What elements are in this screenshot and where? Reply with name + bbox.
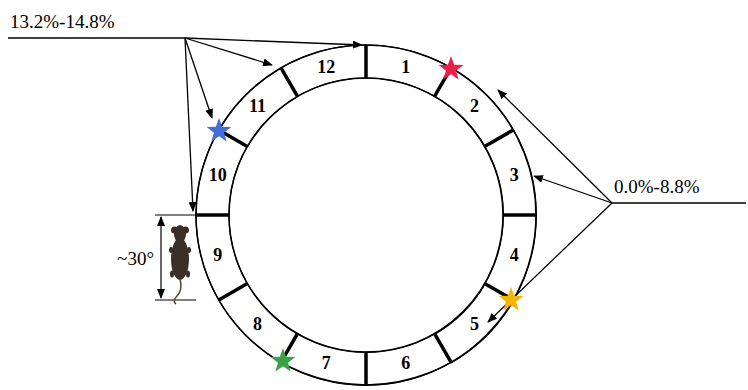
percentage-range: 13.2%-14.8% — [10, 12, 114, 31]
percentage-range: 0.0%-8.8% — [614, 177, 699, 196]
ring-segment: 2 — [435, 68, 514, 147]
ring-segment: 3 — [485, 130, 536, 215]
star-marker — [271, 348, 296, 372]
segment-shape — [219, 68, 298, 147]
inner-circle — [229, 78, 503, 352]
ring-segment: 1 — [366, 45, 451, 96]
ring-segment: 6 — [366, 334, 451, 385]
leader-lines-left — [8, 38, 362, 211]
segment-shape — [485, 130, 536, 215]
segment-number: 9 — [213, 246, 222, 264]
ring-segment: 7 — [281, 334, 366, 385]
segment-shape — [485, 215, 536, 300]
segment-shape — [366, 45, 451, 96]
segment-number: 2 — [470, 97, 479, 115]
star-marker — [439, 56, 464, 80]
angle-dimension: ~30° — [117, 249, 154, 268]
segment-shape — [196, 215, 247, 300]
segment-number: 6 — [401, 354, 410, 372]
ring-segment: 9 — [196, 215, 247, 300]
star-marker — [207, 118, 232, 142]
outer-circle — [196, 45, 536, 385]
segment-shape — [196, 130, 247, 215]
segment-number: 12 — [317, 58, 335, 76]
ring-segment: 8 — [219, 284, 298, 363]
ring-segment: 12 — [281, 45, 366, 96]
segment-number: 3 — [510, 166, 519, 184]
ring-segment: 11 — [219, 68, 298, 147]
segment-dividers — [196, 45, 536, 385]
segment-number: 8 — [253, 315, 262, 333]
segment-shape — [435, 68, 514, 147]
segment-number: 7 — [322, 354, 331, 372]
leader-lines-right — [488, 90, 746, 322]
segment-shape — [435, 284, 514, 363]
segment-number: 1 — [401, 58, 410, 76]
segment-shape — [219, 284, 298, 363]
segment-number: 4 — [510, 246, 519, 264]
ring-segment: 10 — [196, 130, 247, 215]
segment-number: 10 — [209, 166, 227, 184]
mouse-illustration — [169, 225, 191, 304]
segment-shape — [281, 334, 366, 385]
star-marker — [499, 287, 524, 311]
segment-number: 11 — [249, 97, 266, 115]
segment-number: 5 — [470, 315, 479, 333]
segment-shape — [366, 334, 451, 385]
segment-shape — [281, 45, 366, 96]
dimension-bracket — [155, 215, 196, 300]
ring-segment: 5 — [435, 284, 514, 363]
